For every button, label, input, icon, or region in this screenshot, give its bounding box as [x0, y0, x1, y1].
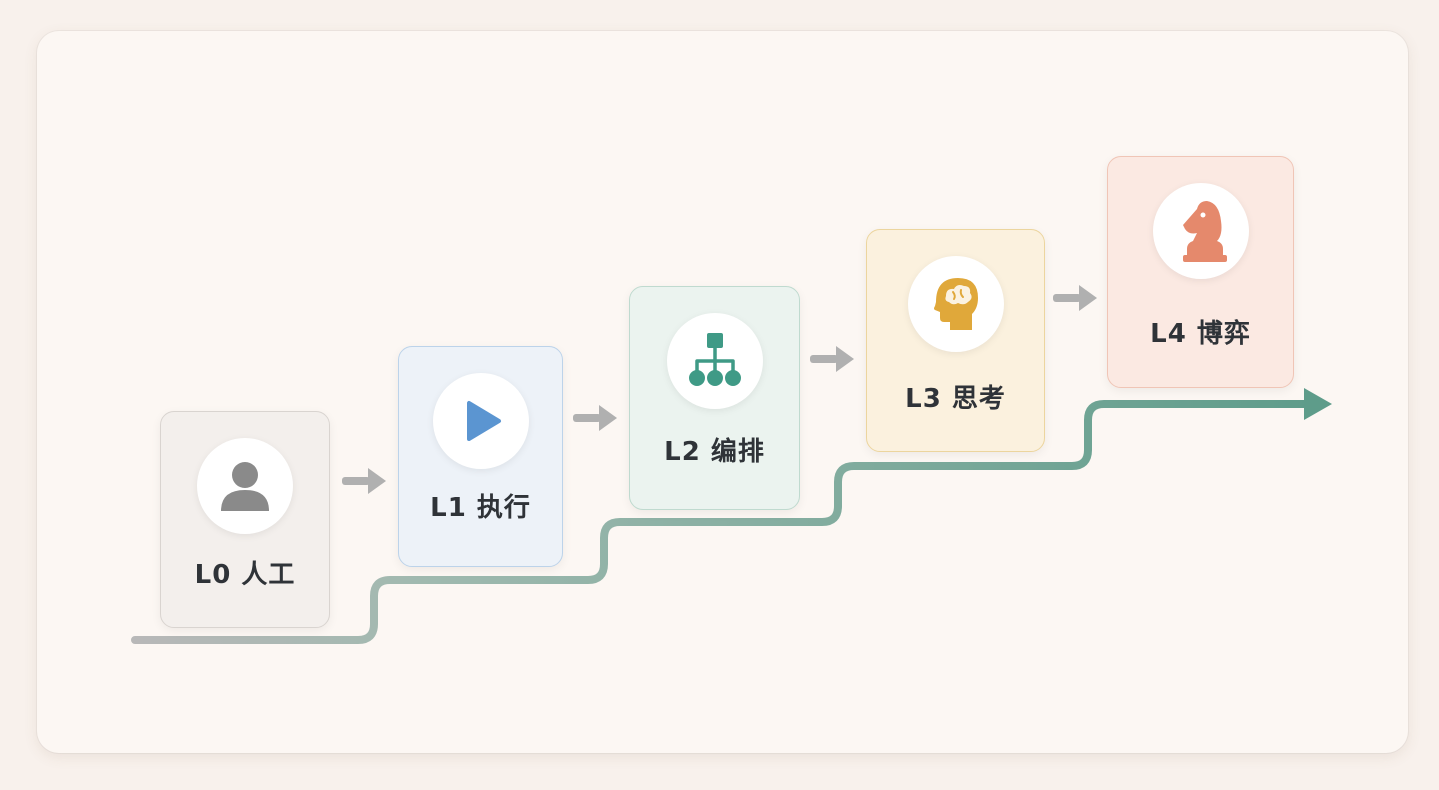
stage-l0: L0 人工 — [160, 411, 330, 628]
stage-label: L2 编排 — [664, 437, 765, 467]
stage-l2: L2 编排 — [629, 286, 800, 510]
step-arrow-2 — [573, 405, 617, 431]
icon-circle — [907, 256, 1004, 352]
person-icon — [221, 462, 269, 511]
icon-circle — [1152, 183, 1249, 279]
icon-circle — [197, 438, 293, 534]
stage-l3: L3 思考 — [866, 229, 1045, 452]
track-arrowhead — [1304, 388, 1332, 420]
icon-circle — [666, 313, 763, 409]
stage-label: L3 思考 — [905, 384, 1006, 414]
stage-label: L0 人工 — [194, 560, 296, 590]
step-arrow-3 — [810, 346, 854, 372]
icon-circle — [432, 373, 529, 469]
brain-head-icon — [933, 278, 978, 330]
stage-l4: L4 博弈 — [1107, 156, 1294, 388]
play-icon — [466, 401, 501, 441]
stage-label: L4 博弈 — [1150, 319, 1251, 349]
chess-knight-icon — [1182, 201, 1227, 262]
step-arrow-1 — [342, 468, 386, 494]
hierarchy-icon — [688, 333, 741, 386]
step-arrow-4 — [1053, 285, 1097, 311]
track-line — [131, 400, 1310, 644]
stage-l1: L1 执行 — [398, 346, 563, 567]
stage-label: L1 执行 — [430, 493, 531, 523]
